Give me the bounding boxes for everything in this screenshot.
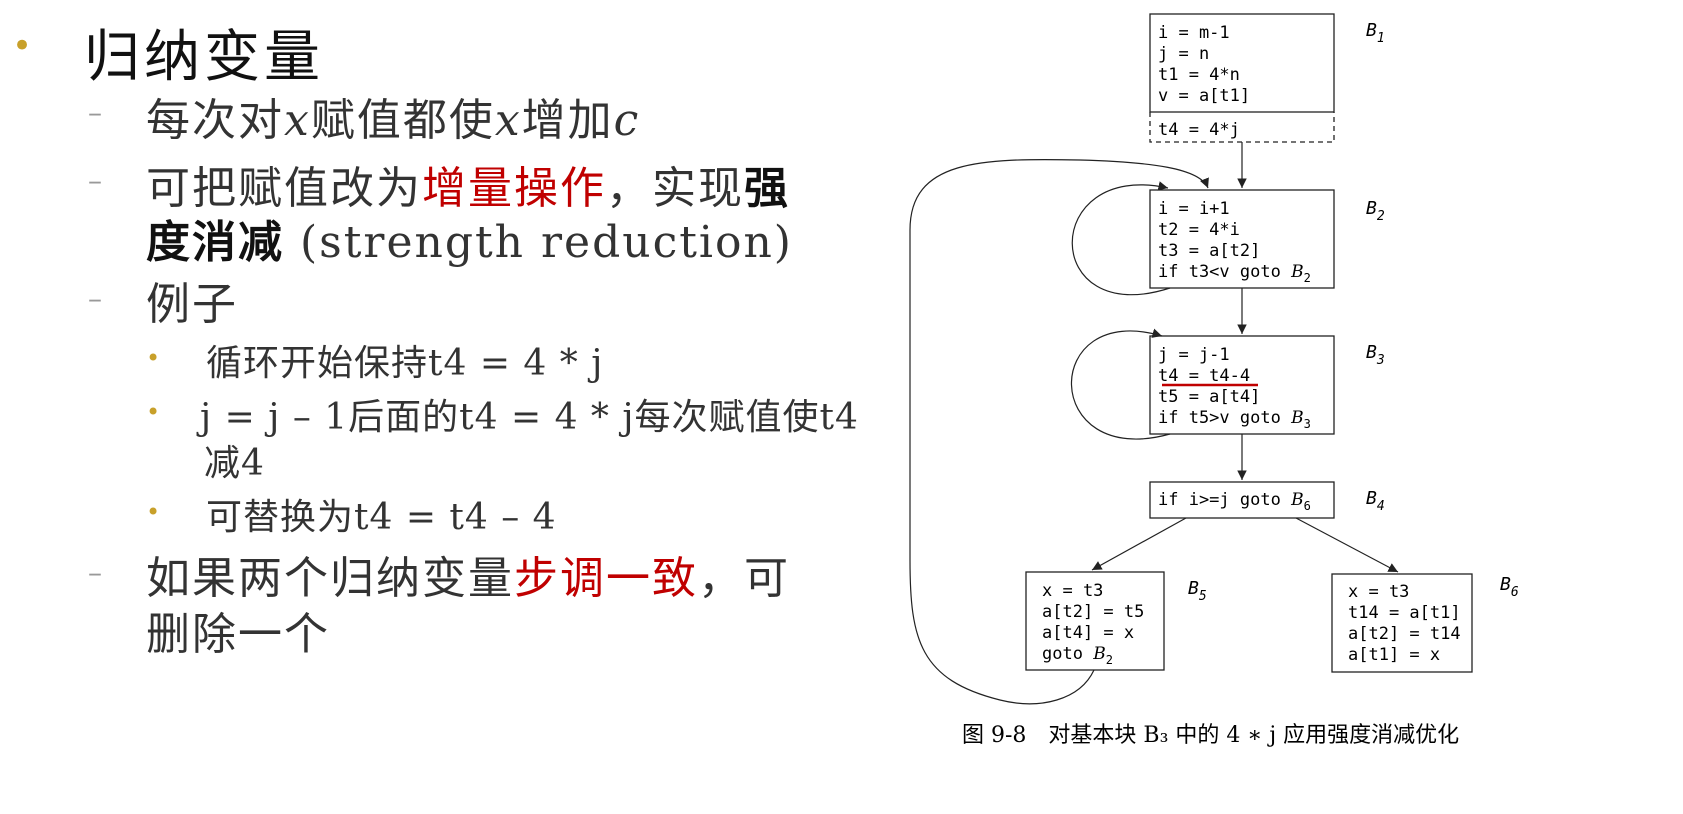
b6-line: t14 = a[t1]: [1348, 603, 1461, 623]
b2-line: if t3<v goto B2: [1158, 262, 1311, 285]
item-1: 每次对x赋值都使x增加c: [146, 95, 641, 146]
item-4-line2: 删除一个: [146, 609, 330, 660]
block-b3: j = j-1 t4 = t4-4 t5 = a[t4] if t5>v got…: [1149, 335, 1385, 435]
b1-line: t1 = 4*n: [1158, 65, 1240, 85]
b6-line: a[t1] = x: [1348, 645, 1440, 665]
b4-label: B4: [1366, 488, 1385, 514]
b3-line: t4 = t4-4: [1158, 366, 1250, 386]
b3-line: j = j-1: [1158, 345, 1230, 365]
b1-line: v = a[t1]: [1158, 86, 1250, 106]
sub-bullet: •: [146, 344, 161, 372]
dash-marker: –: [88, 164, 102, 197]
sub-bullet: •: [146, 498, 161, 526]
sub-item-1: 循环开始保持t4 = 4 * j: [206, 343, 604, 384]
b4-line: if i>=j goto B6: [1158, 490, 1311, 513]
b2-label: B2: [1366, 198, 1385, 224]
b2-line: t2 = 4*i: [1158, 220, 1240, 240]
b5-line: x = t3: [1042, 581, 1103, 601]
b2-line: t3 = a[t2]: [1158, 241, 1260, 261]
b3-label: B3: [1366, 342, 1385, 368]
edge-b4-b6: [1295, 517, 1399, 573]
b2-line: i = i+1: [1158, 199, 1230, 219]
b1-line: j = n: [1158, 44, 1209, 64]
slide-text: • 归纳变量 – 每次对x赋值都使x增加c – 可把赋值改为增量操作，实现强 度…: [12, 25, 859, 660]
figure-caption: 图 9-8 对基本块 B₃ 中的 4 ∗ j 应用强度消减优化: [962, 723, 1459, 748]
dash-marker: –: [88, 282, 102, 315]
block-b6: x = t3 t14 = a[t1] a[t2] = t14 a[t1] = x…: [1331, 573, 1519, 673]
block-b4: if i>=j goto B6 B4: [1149, 481, 1385, 519]
sub-item-2-line2: 减4: [204, 443, 265, 484]
b1-added-line: t4 = 4*j: [1158, 120, 1240, 140]
item-2-line1: 可把赋值改为增量操作，实现强: [146, 163, 790, 214]
block-b1: i = m-1 j = n t1 = 4*n v = a[t1] t4 = 4*…: [1149, 13, 1385, 143]
b6-line: a[t2] = t14: [1348, 624, 1461, 644]
b6-label: B6: [1500, 574, 1519, 600]
b3-line: if t5>v goto B3: [1158, 408, 1311, 431]
edge-b4-b5: [1091, 517, 1187, 571]
b3-line: t5 = a[t4]: [1158, 387, 1260, 407]
b6-line: x = t3: [1348, 582, 1409, 602]
bullet-dot: •: [12, 26, 33, 66]
b5-line: a[t4] = x: [1042, 623, 1134, 643]
block-b2: i = i+1 t2 = 4*i t3 = a[t2] if t3<v goto…: [1149, 189, 1385, 289]
sub-bullet: •: [146, 398, 161, 426]
b1-label: B1: [1366, 20, 1385, 46]
slide-title: 归纳变量: [84, 25, 324, 90]
b1-line: i = m-1: [1158, 23, 1230, 43]
sub-item-2-line1: j = j – 1后面的t4 = 4 * j每次赋值使t4: [200, 397, 859, 438]
edge-b3-self: [1070, 328, 1171, 440]
dash-marker: –: [88, 96, 102, 129]
item-3: 例子: [146, 279, 238, 330]
item-2-line2: 度消减 (strength reduction): [146, 217, 793, 268]
item-4-line1: 如果两个归纳变量步调一致，可: [146, 553, 790, 604]
dash-marker: –: [88, 556, 102, 589]
sub-item-3: 可替换为t4 = t4 – 4: [206, 497, 557, 538]
b5-label: B5: [1188, 578, 1207, 604]
b5-line: goto B2: [1042, 644, 1113, 667]
block-b5: x = t3 a[t2] = t5 a[t4] = x goto B2 B5: [1025, 571, 1207, 671]
b5-line: a[t2] = t5: [1042, 602, 1144, 622]
edge-b5-b2: [909, 158, 1209, 705]
edge-b2-self: [1071, 181, 1171, 296]
edges: [909, 142, 1399, 705]
